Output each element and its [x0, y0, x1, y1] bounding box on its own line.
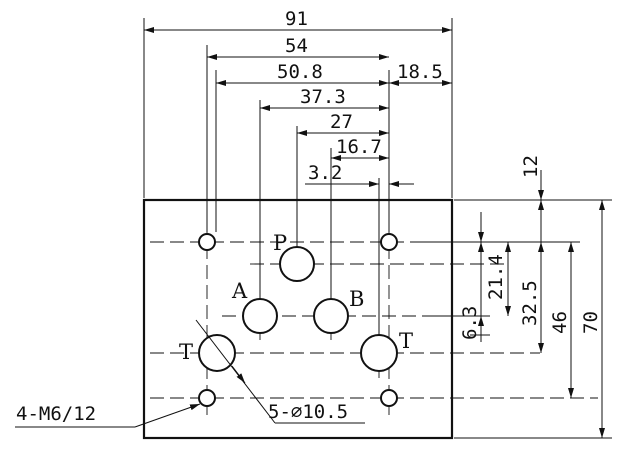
dim-12: 12 [520, 155, 542, 178]
dim-70: 70 [580, 311, 602, 334]
port-a-bore [242, 298, 278, 334]
dim-54: 54 [285, 35, 308, 57]
port-p-bore [279, 246, 315, 282]
port-label-b: B [349, 287, 364, 311]
dim-6-3: 6.3 [459, 306, 481, 340]
port-label-t-left: T [179, 340, 193, 364]
port-label-a: A [231, 279, 248, 303]
dim-37-3: 37.3 [300, 86, 346, 108]
port-t-left-bore [198, 334, 236, 372]
mounting-hole-bottom-right [380, 389, 398, 407]
port-t-right-bore [360, 334, 398, 372]
callout-bores: 5-⌀10.5 [268, 401, 348, 423]
mounting-hole-bottom-left [198, 389, 216, 407]
holes [198, 233, 398, 407]
port-label-p: P [273, 231, 287, 255]
dim-21-4: 21.4 [485, 254, 507, 300]
dim-27: 27 [330, 111, 353, 133]
dim-91: 91 [285, 8, 308, 30]
port-b-bore [313, 298, 349, 334]
dim-16-7: 16.7 [336, 136, 382, 158]
dim-46: 46 [549, 311, 571, 334]
right-dimension-lines [478, 170, 605, 438]
mounting-hole-top-left [198, 233, 216, 251]
mounting-hole-top-right [380, 233, 398, 251]
callout-leaders [15, 319, 365, 428]
plate-outline [142, 198, 454, 440]
dim-32-5: 32.5 [519, 280, 541, 326]
dim-18-5: 18.5 [397, 61, 443, 83]
dim-3-2: 3.2 [308, 162, 342, 184]
dim-50-8: 50.8 [277, 61, 323, 83]
callout-thread: 4-M6/12 [16, 403, 96, 425]
top-dimension-lines [144, 27, 452, 187]
top-extension-lines [143, 18, 453, 340]
port-label-t-right: T [399, 329, 413, 353]
